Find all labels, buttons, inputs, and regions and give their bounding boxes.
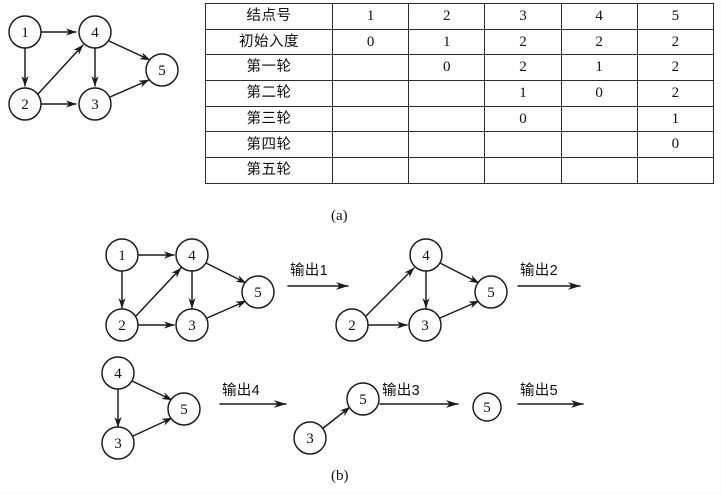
- step-graph-2: [101, 356, 201, 460]
- graph-node-5-label: 5: [254, 285, 262, 301]
- edge-4-5: [108, 40, 151, 61]
- table-cell: [560, 157, 638, 184]
- graph-node-3: [175, 308, 209, 342]
- graph-node-5: [145, 53, 179, 87]
- edge-3-5: [109, 79, 150, 98]
- graph-node-3-label: 3: [188, 318, 196, 334]
- graph-node-5: [474, 275, 508, 309]
- table-row: 第一轮 0 2 1 2: [205, 54, 714, 82]
- graph-node-5-label: 5: [359, 392, 367, 408]
- graph-node-2: [105, 308, 139, 342]
- table-cell: 2: [636, 80, 714, 107]
- subfigure-caption-a: (a): [331, 208, 348, 224]
- transition-label-output3: 输出3: [382, 383, 420, 399]
- graph-node-4: [409, 238, 443, 272]
- graph-node-1: [8, 15, 42, 49]
- transition-label-output1: 输出1: [290, 263, 328, 279]
- edge-2-4: [134, 267, 182, 318]
- edge-4-5: [439, 262, 480, 284]
- table-row: 第二轮 1 0 2: [205, 80, 714, 107]
- graph-node-5-label: 5: [180, 402, 188, 418]
- graph-node-2-label: 2: [21, 97, 29, 113]
- graph-node-4-label: 4: [91, 25, 99, 41]
- graph-node-4-label: 4: [188, 248, 196, 264]
- graph-node-4: [78, 15, 112, 49]
- row-label: 第二轮: [205, 80, 333, 107]
- graph-node-5: [472, 392, 502, 422]
- step-graph-4: [472, 392, 502, 422]
- transition-label-output2: 输出2: [520, 263, 558, 279]
- graph-node-4: [175, 238, 209, 272]
- graph-node-4-label: 4: [422, 248, 430, 264]
- table-row: 初始入度 0 1 2 2 2: [205, 28, 714, 56]
- graph-node-5-label: 5: [158, 63, 166, 79]
- table-cell: 2: [484, 28, 562, 56]
- graph-node-4: [101, 356, 135, 390]
- table-cell: 0: [636, 131, 714, 159]
- table-cell: [408, 105, 486, 133]
- graph-node-3: [408, 308, 442, 342]
- step-graph-3: [293, 382, 380, 455]
- graph-node-2-label: 2: [348, 318, 356, 334]
- table-cell: 3: [484, 3, 562, 30]
- graph-node-3-label: 3: [421, 318, 429, 334]
- row-label: 初始入度: [205, 28, 333, 56]
- graph-node-5: [167, 392, 201, 426]
- table-cell: [636, 157, 714, 184]
- table-cell: 1: [636, 105, 714, 133]
- edge-3-5: [132, 417, 173, 437]
- table-cell: 2: [636, 28, 714, 56]
- table-cell: [560, 131, 638, 159]
- graph-node-2-label: 2: [118, 318, 126, 334]
- row-label: 结点号: [205, 3, 333, 30]
- table-row: 第五轮: [205, 157, 714, 184]
- table-row: 第三轮 0 1: [205, 105, 714, 133]
- table-cell: 1: [331, 3, 410, 30]
- graph-node-3: [293, 421, 327, 455]
- graph-node-1-label: 1: [118, 248, 126, 264]
- graph-node-5: [346, 382, 380, 416]
- graph-node-2: [8, 87, 42, 121]
- table-cell: 5: [636, 3, 714, 30]
- graph-node-3: [78, 87, 112, 121]
- graph-node-3-label: 3: [91, 97, 99, 113]
- indegree-table: 结点号 1 2 3 4 5 初始入度 0 1 2 2 2 第一轮 0 2 1: [205, 3, 714, 184]
- graph-node-5-label: 5: [487, 285, 495, 301]
- row-label: 第五轮: [205, 157, 333, 184]
- step-graph-1: [335, 238, 508, 342]
- transition-label-output4: 输出4: [222, 383, 260, 399]
- edge-3-5: [439, 300, 480, 319]
- edge-2-4: [364, 267, 415, 318]
- edge-3-5: [206, 300, 247, 319]
- graph-node-5: [241, 275, 275, 309]
- graph-node-3-label: 3: [114, 436, 122, 452]
- graph-node-4-label: 4: [114, 366, 122, 382]
- step-graph-0: [105, 238, 275, 342]
- row-label: 第一轮: [205, 54, 333, 82]
- table-body: 结点号 1 2 3 4 5 初始入度 0 1 2 2 2 第一轮 0 2 1: [205, 3, 714, 184]
- digraph-original: [8, 15, 179, 121]
- graph-node-1: [105, 238, 139, 272]
- edge-3-5: [321, 406, 351, 430]
- edge-4-5: [205, 262, 247, 284]
- table-cell: [408, 80, 486, 107]
- table-cell: [331, 105, 410, 133]
- graph-node-3-label: 3: [306, 431, 314, 447]
- table-cell: 2: [484, 54, 562, 82]
- table-cell: [408, 131, 486, 159]
- table-cell: 1: [408, 28, 486, 56]
- graph-node-5-label: 5: [483, 400, 491, 416]
- table-row: 结点号 1 2 3 4 5: [205, 3, 714, 30]
- subfigure-caption-b: (b): [331, 468, 349, 484]
- graph-node-2: [335, 308, 369, 342]
- table-cell: 4: [560, 3, 638, 30]
- table-cell: 2: [408, 3, 486, 30]
- table-cell: 2: [560, 28, 638, 56]
- transition-label-output5: 输出5: [520, 383, 558, 399]
- graph-node-3: [101, 426, 135, 460]
- edge-4-5: [131, 380, 173, 401]
- graph-node-1-label: 1: [21, 25, 29, 41]
- edge-2-4: [37, 44, 84, 95]
